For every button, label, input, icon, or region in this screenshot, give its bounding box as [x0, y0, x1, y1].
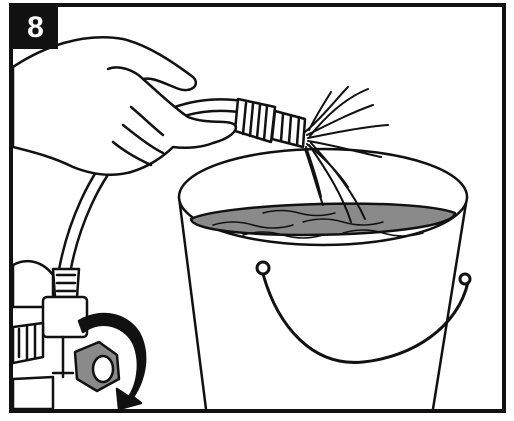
bucket-icon: [179, 149, 470, 409]
illustration: [13, 7, 502, 409]
valve-cap-icon: [75, 342, 119, 391]
instruction-panel: 8: [9, 3, 506, 413]
step-number-badge: 8: [13, 7, 58, 49]
